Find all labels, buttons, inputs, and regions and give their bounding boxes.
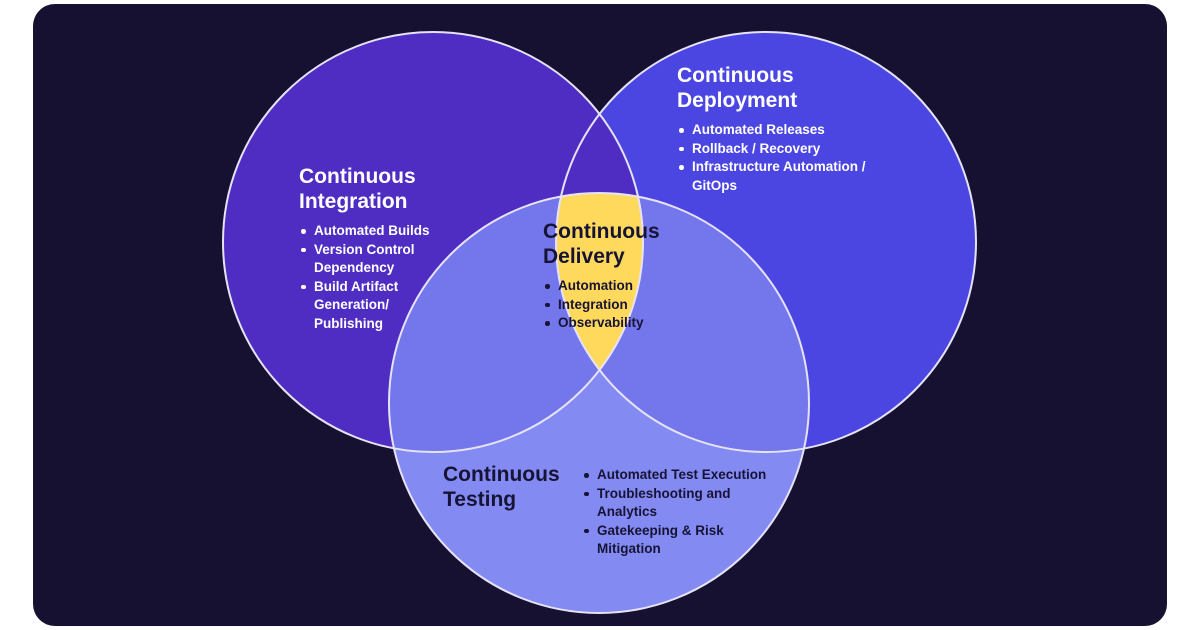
- list-item: Version Control Dependency: [299, 241, 424, 278]
- list-item: Observability: [543, 314, 693, 333]
- testing-outline: [388, 192, 810, 614]
- testing-title: Continuous Testing: [443, 463, 560, 511]
- deployment-list: Automated Releases Rollback / Recovery I…: [677, 121, 917, 195]
- integration-label: Continuous Integration Automated Builds …: [299, 164, 499, 333]
- list-item: Gatekeeping & Risk Mitigation: [582, 522, 757, 559]
- list-item: Infrastructure Automation / GitOps: [677, 158, 872, 195]
- list-item: Automated Builds: [299, 222, 454, 241]
- delivery-list: Automation Integration Observability: [543, 277, 693, 333]
- deployment-label: Continuous Deployment Automated Releases…: [677, 63, 917, 195]
- delivery-title: Continuous Delivery: [543, 220, 660, 268]
- list-item: Integration: [543, 296, 693, 315]
- testing-list: Automated Test Execution Troubleshooting…: [582, 466, 782, 559]
- integration-list: Automated Builds Version Control Depende…: [299, 222, 499, 333]
- diagram-card: Continuous Integration Automated Builds …: [33, 4, 1167, 626]
- list-item: Automation: [543, 277, 693, 296]
- deployment-outline: [555, 31, 977, 453]
- deployment-title: Continuous Deployment: [677, 64, 798, 112]
- list-item: Rollback / Recovery: [677, 140, 917, 159]
- integration-title: Continuous Integration: [299, 165, 416, 213]
- list-item: Troubleshooting and Analytics: [582, 485, 757, 522]
- list-item: Automated Releases: [677, 121, 917, 140]
- list-item: Build Artifact Generation/ Publishing: [299, 278, 419, 334]
- delivery-label: Continuous Delivery Automation Integrati…: [543, 219, 693, 333]
- integration-outline: [222, 31, 644, 453]
- list-item: Automated Test Execution: [582, 466, 782, 485]
- venn-diagram: [222, 31, 977, 614]
